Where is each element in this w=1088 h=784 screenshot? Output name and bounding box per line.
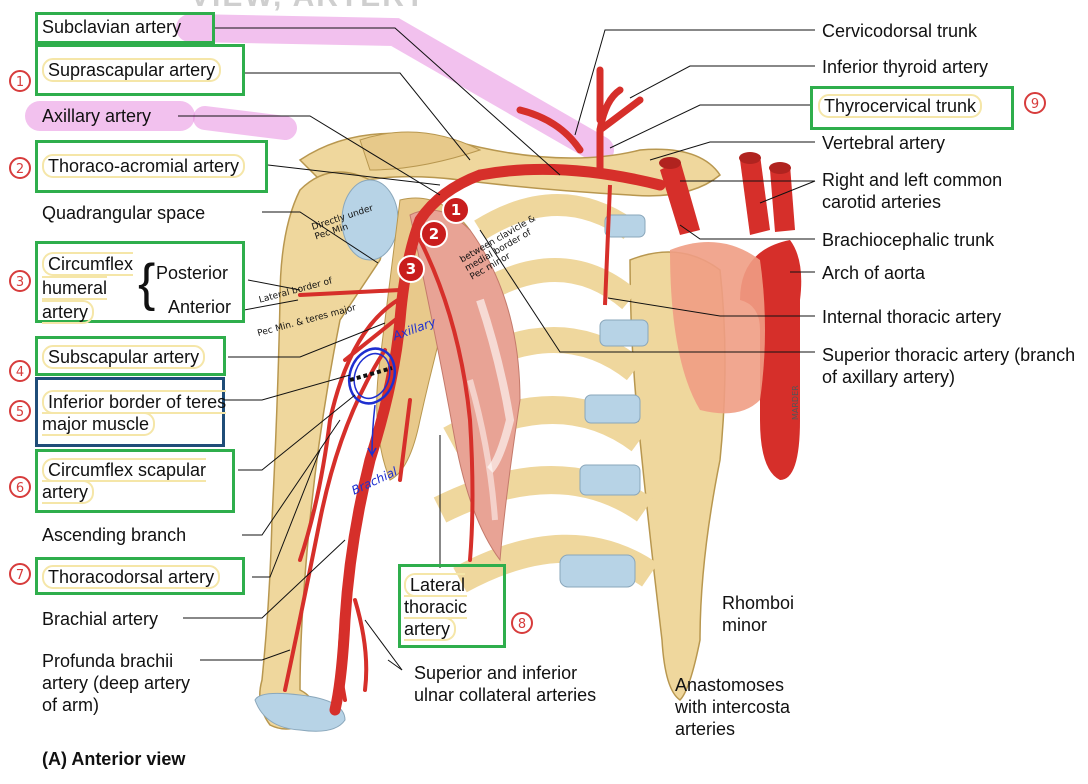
label-subclavian-artery: Subclavian artery (42, 17, 182, 37)
label-lateral-thoracic-artery: Lateral thoracic artery (404, 573, 468, 641)
label-inferior-thyroid-artery: Inferior thyroid artery (822, 57, 989, 77)
internal-thoracic-artery (603, 184, 612, 306)
header-fragment: VIEW, ARTERY (190, 0, 427, 12)
label-brachiocephalic-trunk: Brachiocephalic trunk (822, 230, 995, 250)
thyrocervical-box (810, 86, 1014, 130)
thoracodorsal-box (35, 557, 245, 595)
label-cervicodorsal-trunk: Cervicodorsal trunk (822, 21, 978, 41)
axillary-part-3: 3 (397, 255, 425, 283)
thoraco-acromial-box (35, 140, 268, 193)
label-anastomoses: Anastomoses with intercosta arteries (675, 675, 791, 739)
thyrocervical-branches (516, 66, 644, 179)
axillary-part-2: 2 (420, 220, 448, 248)
brace: { (138, 254, 156, 312)
pen-number-7: 7 (9, 563, 31, 585)
costal-cartilages (559, 214, 649, 588)
label-ulnar-collateral: Superior and inferior ulnar collateral a… (414, 663, 597, 705)
label-internal-thoracic-artery: Internal thoracic artery (822, 307, 1002, 327)
circumflex-humeral-box (35, 241, 245, 323)
stamp: MARDER (791, 385, 800, 420)
label-posterior: Posterior (156, 263, 229, 283)
pen-number-8: 8 (511, 612, 533, 634)
label-profunda-brachii: Profunda brachii artery (deep artery of … (42, 651, 191, 715)
left-common-carotid (740, 155, 770, 235)
pen-number-6: 6 (9, 476, 31, 498)
label-arch-of-aorta: Arch of aorta (822, 263, 926, 283)
subclavian-box (35, 12, 215, 44)
label-common-carotid-arteries: Right and left common carotid arteries (822, 170, 1003, 212)
pen-number-4: 4 (9, 360, 31, 382)
pen-number-2: 2 (9, 157, 31, 179)
label-circumflex-scapular-artery: Circumflex scapular artery (42, 458, 207, 504)
axillary-part-1: 1 (442, 196, 470, 224)
pen-number-1: 1 (9, 70, 31, 92)
label-thoraco-acromial-artery: Thoraco-acromial artery (42, 154, 246, 178)
heart-pericardium (670, 242, 765, 414)
axillary-highlight (193, 106, 297, 140)
inferior-border-box (35, 377, 225, 447)
teres-major-loop (347, 347, 397, 405)
label-superior-thoracic-artery: Superior thoracic artery (branch of axil… (822, 345, 1076, 387)
label-vertebral-artery: Vertebral artery (822, 133, 946, 153)
label-thoracodorsal-artery: Thoracodorsal artery (42, 565, 221, 589)
suprascapular-box (35, 44, 245, 96)
label-rhomboid-minor: Rhomboi minor (722, 593, 795, 635)
circumflex-scapular-box (35, 449, 235, 513)
brachiocephalic-trunk (660, 160, 700, 235)
label-brachial-artery: Brachial artery (42, 609, 159, 629)
label-anterior: Anterior (168, 297, 232, 317)
pen-number-9: 9 (1024, 92, 1046, 114)
label-inferior-border-teres-major: Inferior border of teres major muscle (42, 390, 227, 436)
pen-number-5: 5 (9, 400, 31, 422)
leader-lines (178, 27, 816, 671)
label-quadrangular-space: Quadrangular space (42, 203, 206, 223)
arm-branches (283, 238, 475, 702)
label-thyrocervical-trunk: Thyrocervical trunk (818, 94, 983, 118)
label-suprascapular-artery: Suprascapular artery (42, 58, 222, 82)
lateral-thoracic-box (398, 564, 506, 648)
label-ascending-branch: Ascending branch (42, 525, 187, 545)
label-subscapular-artery: Subscapular artery (42, 345, 206, 369)
subscapular-box (35, 336, 226, 376)
label-axillary-artery: Axillary artery (42, 106, 152, 126)
pen-number-3: 3 (9, 270, 31, 292)
figure-caption: (A) Anterior view (42, 749, 186, 769)
label-circumflex-humeral-artery: Circumflex humeral artery (42, 252, 134, 324)
